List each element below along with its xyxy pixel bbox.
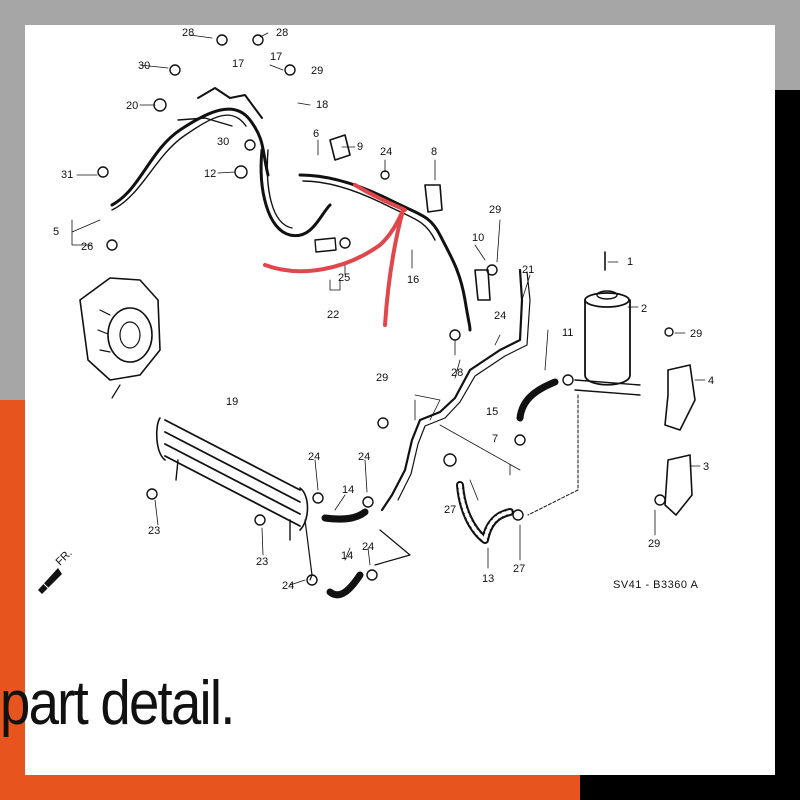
svg-text:8: 8 bbox=[431, 146, 437, 158]
svg-text:29: 29 bbox=[690, 328, 702, 340]
content-panel bbox=[25, 25, 775, 775]
svg-text:18: 18 bbox=[316, 99, 328, 111]
svg-text:2: 2 bbox=[641, 303, 647, 315]
front-label: FR. bbox=[54, 547, 75, 568]
svg-text:29: 29 bbox=[311, 65, 323, 77]
svg-text:29: 29 bbox=[376, 372, 388, 384]
diagram-code: SV41 - B3360 A bbox=[613, 579, 698, 591]
highlight-tail bbox=[383, 208, 405, 327]
svg-text:25: 25 bbox=[338, 272, 350, 284]
svg-text:17: 17 bbox=[232, 58, 244, 70]
svg-text:28: 28 bbox=[276, 27, 288, 39]
svg-text:29: 29 bbox=[648, 538, 660, 550]
highlight-curve bbox=[263, 208, 405, 274]
svg-text:17: 17 bbox=[270, 51, 282, 63]
pressure-hose-loop bbox=[259, 148, 332, 238]
svg-text:26: 26 bbox=[81, 241, 93, 253]
bracket-4 bbox=[664, 364, 696, 431]
svg-text:14: 14 bbox=[341, 550, 353, 562]
hose-14-upper bbox=[321, 508, 369, 523]
svg-text:15: 15 bbox=[486, 406, 498, 418]
svg-text:27: 27 bbox=[513, 563, 525, 575]
svg-text:13: 13 bbox=[482, 573, 494, 585]
svg-text:5: 5 bbox=[53, 226, 59, 238]
svg-text:9: 9 bbox=[357, 141, 363, 153]
highlight-arrowhead bbox=[353, 183, 407, 212]
svg-text:24: 24 bbox=[362, 541, 374, 553]
svg-text:24: 24 bbox=[358, 451, 370, 463]
svg-text:7: 7 bbox=[492, 433, 498, 445]
svg-text:23: 23 bbox=[148, 525, 160, 537]
hose-15 bbox=[516, 378, 559, 422]
svg-text:12: 12 bbox=[204, 168, 216, 180]
svg-text:11: 11 bbox=[562, 327, 573, 339]
svg-text:24: 24 bbox=[308, 451, 320, 463]
svg-text:4: 4 bbox=[708, 375, 714, 387]
svg-text:20: 20 bbox=[126, 100, 138, 112]
highlight-marks bbox=[263, 183, 407, 327]
pressure-hose-upper bbox=[110, 107, 270, 207]
svg-text:24: 24 bbox=[380, 146, 392, 158]
bracket-3 bbox=[664, 454, 693, 516]
svg-text:23: 23 bbox=[256, 556, 268, 568]
caption-text: part detail. bbox=[0, 669, 235, 738]
svg-text:19: 19 bbox=[226, 396, 238, 408]
oil-cooler bbox=[164, 419, 301, 527]
svg-text:22: 22 bbox=[327, 309, 339, 321]
svg-text:28: 28 bbox=[182, 27, 194, 39]
svg-text:27: 27 bbox=[444, 504, 456, 516]
svg-text:16: 16 bbox=[407, 274, 419, 286]
front-arrow-icon: FR. bbox=[38, 547, 75, 594]
svg-text:6: 6 bbox=[313, 128, 319, 140]
return-line-21 bbox=[380, 268, 524, 512]
hose-fitting-upper bbox=[197, 87, 263, 119]
svg-text:30: 30 bbox=[138, 60, 150, 72]
svg-text:1: 1 bbox=[627, 256, 633, 268]
svg-text:29: 29 bbox=[489, 204, 501, 216]
svg-text:10: 10 bbox=[472, 232, 484, 244]
svg-text:31: 31 bbox=[61, 169, 73, 181]
svg-text:28: 28 bbox=[451, 367, 463, 379]
svg-text:3: 3 bbox=[703, 461, 709, 473]
svg-text:24: 24 bbox=[494, 310, 506, 322]
hose-14-lower bbox=[326, 571, 364, 599]
power-steering-pump bbox=[79, 277, 161, 381]
svg-text:21: 21 bbox=[522, 264, 534, 276]
reservoir-tank bbox=[584, 299, 631, 386]
svg-text:24: 24 bbox=[282, 580, 294, 592]
svg-text:30: 30 bbox=[217, 136, 229, 148]
svg-text:14: 14 bbox=[342, 484, 354, 496]
